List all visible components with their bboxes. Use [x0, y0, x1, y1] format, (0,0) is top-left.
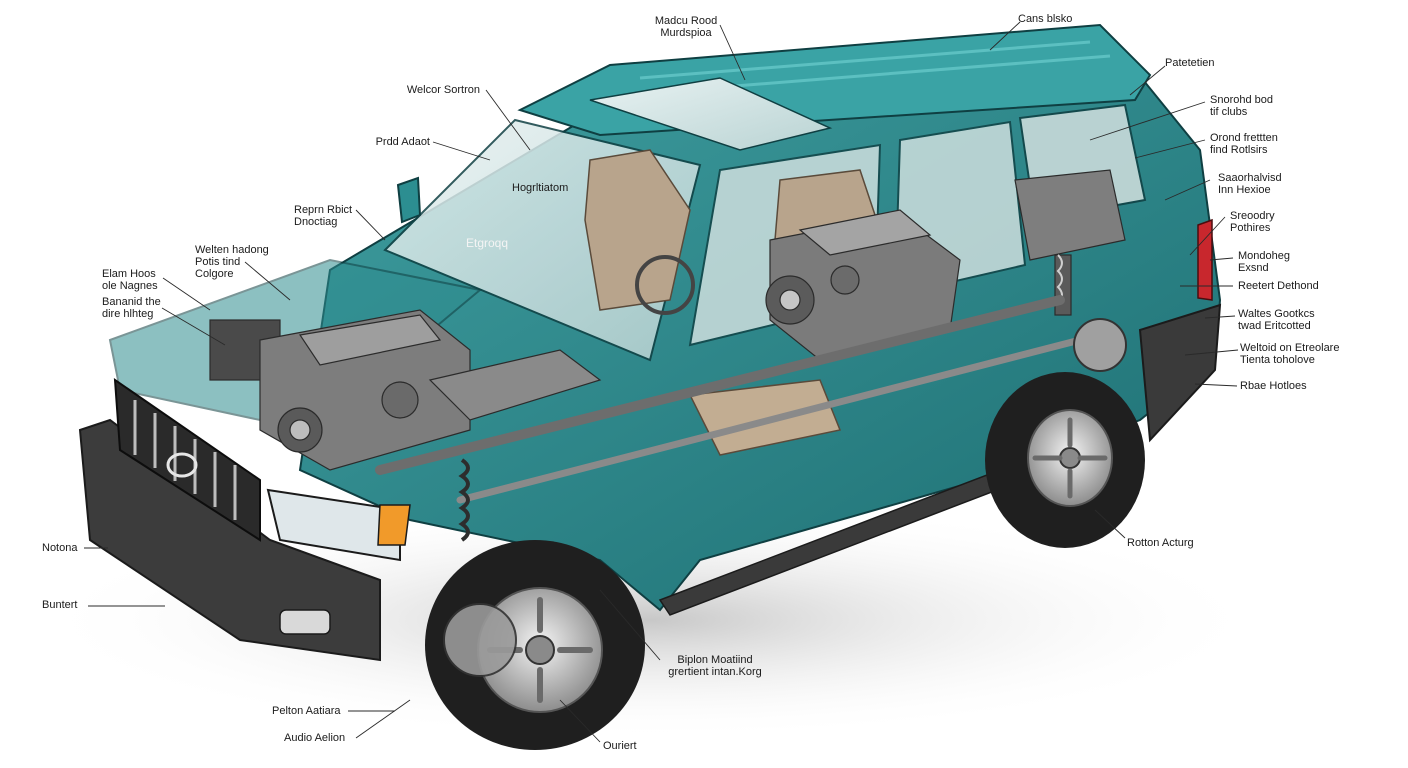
- callout-label-cans-blsko: Cans blsko: [1018, 13, 1073, 25]
- front-seat: [584, 149, 691, 311]
- headlight: [266, 488, 401, 562]
- rear-drivetrain: [1014, 169, 1126, 316]
- callout-label-rear-4: Sreoodry Pothires: [1230, 210, 1275, 234]
- callout-label-cabin: Hogrltiatom: [512, 182, 569, 194]
- callout-label-bottom-center: Biplon Moatiind grertient intan.Korg: [668, 654, 762, 678]
- callout-label-rear-5: Mondoheg Exsnd: [1238, 250, 1290, 274]
- callout-leaders: [84, 21, 1239, 743]
- tail-light: [1197, 218, 1213, 301]
- callout-label-front-2: Prdd Adaot: [375, 136, 430, 148]
- callout-label-bottom-3: Ouriert: [603, 740, 637, 752]
- rear-bumper: [1138, 303, 1222, 443]
- callout-label-front-3: Reprn Rbict Dnoctiag: [294, 204, 353, 228]
- callout-label-rear-1: Snorohd bod tif clubs: [1210, 94, 1273, 118]
- mid-engine: [765, 209, 961, 361]
- fog-light: [279, 609, 331, 635]
- callout-label-bottom-2: Audio Aelion: [284, 732, 346, 744]
- chassis-rail: [375, 295, 1065, 475]
- callout-label-rear-2: Orond frettten find Rotlsirs: [1210, 132, 1278, 156]
- front-coil-spring: [458, 458, 470, 542]
- callout-label-top-center: Madcu Rood Murdspioa: [654, 15, 718, 39]
- callout-label-dash: Etgroqq: [466, 236, 509, 250]
- callout-label-front-1: Welcor Sortron: [406, 84, 480, 96]
- steering-wheel: [635, 255, 695, 315]
- roof-rib: [639, 40, 1091, 80]
- ground-shadow: [30, 500, 1270, 740]
- rear-brake-disc: [1073, 318, 1127, 372]
- callout-label-rear-7: Waltes Gootkcs twad Eritcotted: [1238, 308, 1315, 332]
- callout-label-rear-9: Rbae Hotloes: [1240, 380, 1307, 392]
- grille: [113, 377, 261, 542]
- side-mirror: [396, 176, 422, 224]
- turn-signal: [377, 504, 411, 546]
- callout-label-patetetien: Patetetien: [1165, 57, 1215, 69]
- callout-label-front-7: Notona: [42, 542, 78, 554]
- chassis-rail: [456, 336, 1084, 504]
- rear-wheel: [985, 372, 1145, 548]
- callout-label-front-5: Elam Hoos ole Nagnes: [102, 268, 158, 292]
- sunroof-glass: [589, 77, 833, 151]
- front-brake-disc: [443, 603, 517, 677]
- front-engine: [209, 309, 602, 471]
- brand-emblem: [166, 452, 198, 478]
- callout-label-rear-3: Saaorhalvisd Inn Hexioe: [1218, 172, 1282, 196]
- callout-label-rear-6: Reetert Dethond: [1238, 280, 1319, 292]
- callout-label-front-4: Welten hadong Potis tind Colgore: [195, 244, 269, 280]
- callout-label-front-6: Bananid the dire hlhteg: [102, 296, 161, 320]
- callout-label-front-8: Buntert: [42, 599, 78, 611]
- callout-label-bottom-1: Pelton Aatiara: [272, 705, 341, 717]
- callout-label-rear-8: Weltoid on Etreolare Tienta toholove: [1240, 342, 1340, 366]
- callout-label-rear-wheel: Rotton Acturg: [1127, 537, 1194, 549]
